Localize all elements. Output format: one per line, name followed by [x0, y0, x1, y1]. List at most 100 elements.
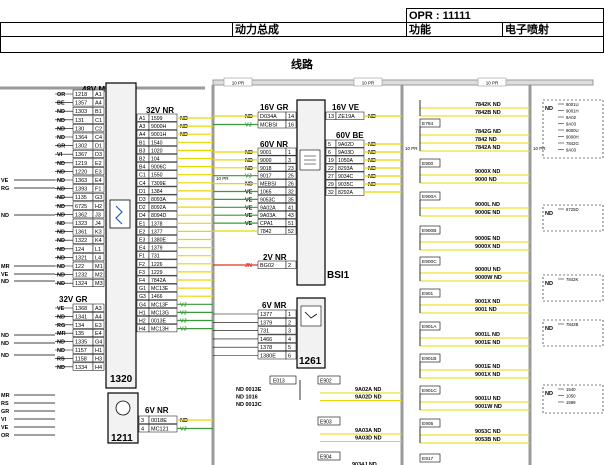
strip-tag-label-0: 10 PR [232, 81, 245, 86]
strip-tag-label-v1: 10 PR [216, 176, 229, 181]
strip-tag-1 [353, 77, 383, 87]
pin-box [92, 210, 105, 219]
pin-box [285, 342, 297, 351]
sensor-symbol-icon [304, 311, 318, 319]
pin-box [285, 111, 297, 120]
connector-title: 60V BE [336, 131, 364, 140]
pin-number: E4 [139, 246, 145, 252]
pin-color: ND [368, 166, 376, 172]
pin-number: H1 [95, 348, 102, 354]
pin-color: ND [57, 178, 65, 184]
connector-id: 1261 [299, 356, 322, 367]
pin-number: 4 [141, 427, 144, 433]
pin-color: ND [368, 114, 376, 120]
splice-tag-e903 [317, 416, 341, 426]
splice-wire: 9000E ND [475, 236, 500, 242]
pin-color: VJ [180, 319, 187, 325]
pin-number: 41 [288, 205, 294, 211]
pin-box [92, 320, 105, 329]
pin-number: A4 [95, 314, 102, 320]
pin-box [285, 171, 297, 180]
pin-box [92, 354, 105, 363]
pin-number: E2 [95, 161, 102, 167]
pin-color: ND [57, 281, 65, 287]
reference-item: 1599 [566, 400, 576, 405]
pin-box [92, 192, 105, 201]
pin-color: ND [245, 166, 253, 172]
pin-color: ND [57, 238, 65, 244]
pin-number: 5 [328, 142, 331, 148]
pin-wire-id: 9034C [338, 174, 354, 180]
pin-box [285, 326, 297, 335]
pin-number: B1 [95, 109, 102, 115]
pin-color: ND [57, 348, 65, 354]
pin-wire-id: MC13E [151, 286, 169, 292]
pin-number: A3 [95, 306, 102, 312]
pin-wire-id: 7309E [151, 181, 167, 187]
pin-color: VE [245, 197, 253, 203]
pin-wire-id: 9A03A [260, 213, 276, 219]
pin-number: G3 [139, 294, 146, 300]
pin-wire-id: 9000 [260, 158, 272, 164]
pin-number: A3 [139, 124, 145, 130]
pin-wire-id: MC13F [151, 302, 168, 308]
connector-title: 32V NR [146, 106, 174, 115]
pin-number: 27 [328, 174, 334, 180]
pin-color: ND [57, 187, 65, 193]
pin-box [285, 318, 297, 327]
pin-color: VJ [245, 123, 252, 129]
pin-number: H2 [139, 319, 146, 325]
pin-wire-id: 1050A [338, 158, 354, 164]
splice-wire: 9001X ND [475, 299, 500, 305]
splice-id: E901 [422, 291, 434, 297]
splice-id: E901C [422, 388, 437, 394]
left-edge-label: MR [1, 393, 10, 399]
pin-wire-id: 124 [75, 247, 84, 253]
splice-wire: 9000 ND [475, 177, 497, 183]
pin-number: D4 [139, 213, 146, 219]
splice-wire: 9A02D ND [355, 395, 382, 401]
pin-wire-id: 1302 [75, 144, 87, 150]
pin-number: 51 [288, 221, 294, 227]
left-edge-label: GR [1, 409, 9, 415]
pin-box [92, 337, 105, 346]
pin-box [92, 184, 105, 193]
pin-wire-id: 1550 [151, 173, 163, 179]
pin-box [92, 244, 105, 253]
connector-body-bsi1 [296, 99, 326, 286]
pin-number: G3 [95, 195, 102, 201]
pin-box [285, 155, 297, 164]
pin-wire-id: MCBSI [260, 123, 278, 129]
pin-number: 1 [288, 312, 291, 318]
header-full-row [0, 22, 233, 37]
pin-box [92, 261, 105, 270]
reference-box [542, 384, 604, 414]
reference-item: 7842G [566, 141, 580, 146]
pin-color: ND [57, 212, 65, 218]
splice-id: E784 [422, 121, 434, 127]
left-edge-label: ND [1, 213, 9, 219]
pin-wire-id: 1135 [75, 195, 87, 201]
strip-tag-2 [477, 77, 507, 87]
splice-tag [419, 321, 441, 331]
pin-box [285, 309, 297, 318]
pin-wire-id: 1377 [260, 312, 272, 318]
left-edge-label: VE [1, 272, 9, 278]
pin-box [92, 106, 105, 115]
pin-box [92, 124, 105, 133]
pin-wire-id: 1065 [260, 190, 272, 196]
pin-wire-id: 130 [75, 126, 84, 132]
pin-number: F4 [139, 278, 145, 284]
strip-tag-label-2: 10 PR [486, 81, 499, 86]
pin-wire-id: 9053C [260, 197, 276, 203]
pin-color: ND [57, 109, 65, 115]
pin-color: ND [57, 365, 65, 371]
pin-wire-id: 131 [75, 118, 84, 124]
splice-tag [419, 158, 441, 168]
pin-number: K3 [95, 230, 102, 236]
pin-box [92, 345, 105, 354]
pin-box [285, 187, 297, 195]
pin-number: B1 [139, 140, 145, 146]
pin-wire-id: 134 [75, 323, 84, 329]
pin-wire-id: 9018 [260, 166, 272, 172]
